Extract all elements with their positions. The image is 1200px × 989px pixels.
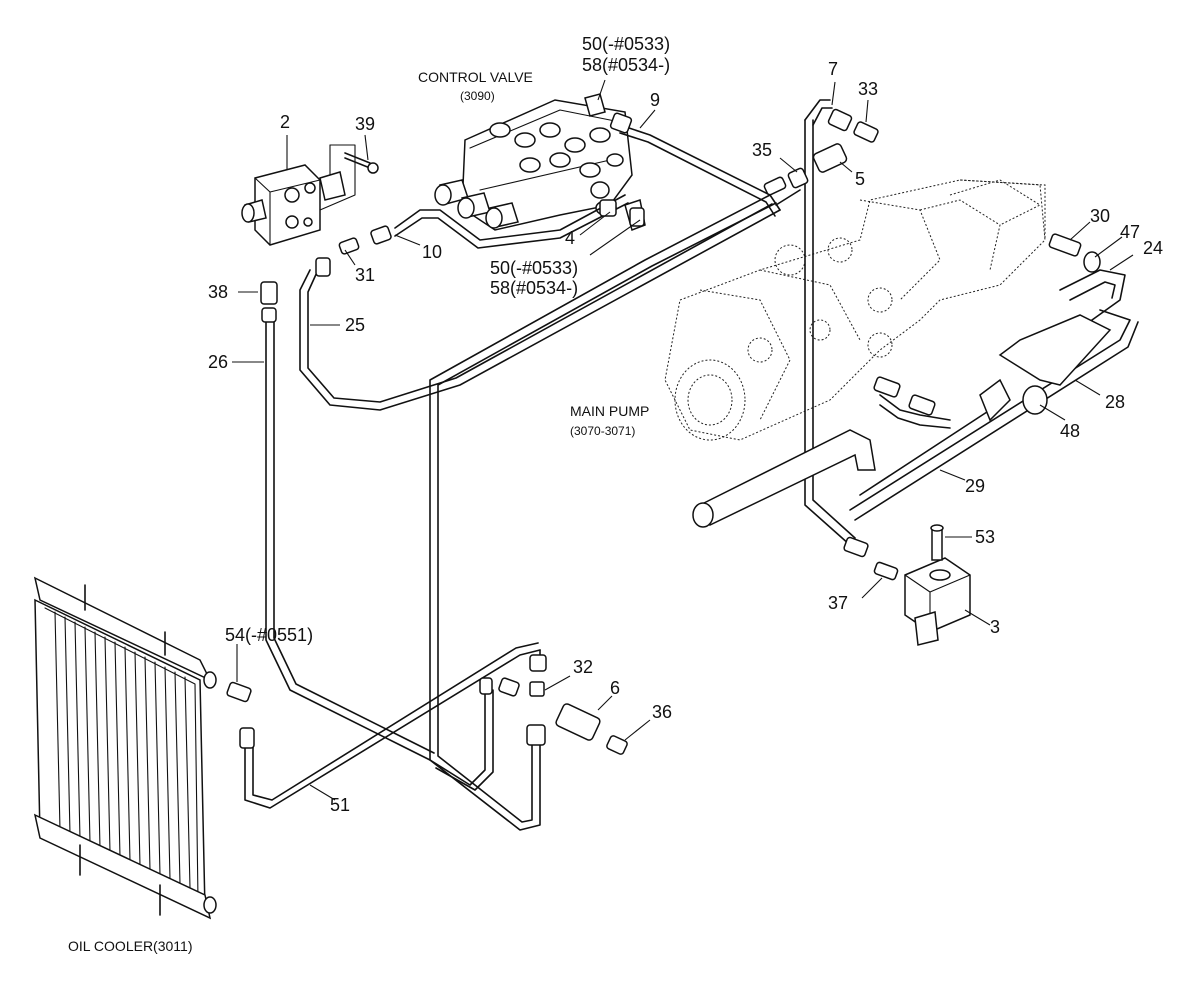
callout-4: 4: [565, 228, 575, 248]
callout-48: 48: [1060, 421, 1080, 441]
main-pump: [664, 179, 1046, 441]
callout-24: 24: [1143, 238, 1163, 258]
oil-cooler: [33, 576, 217, 920]
callout-30: 30: [1090, 206, 1110, 226]
callout-26: 26: [208, 352, 228, 372]
callout-10: 10: [422, 242, 442, 262]
solenoid-3: [904, 524, 971, 646]
main-pump-ref: (3070-3071): [570, 424, 635, 438]
callout-5: 5: [855, 169, 865, 189]
callout-2: 2: [280, 112, 290, 132]
bolt-39: [344, 152, 379, 174]
callout-50-mid: 50(-#0533): [490, 258, 578, 278]
callout-31: 31: [355, 265, 375, 285]
callout-53: 53: [975, 527, 995, 547]
callout-51: 51: [330, 795, 350, 815]
callout-47: 47: [1120, 222, 1140, 242]
callout-58-top: 58(#0534-): [582, 55, 670, 75]
control-valve-name: CONTROL VALVE: [418, 69, 533, 85]
main-pump-name: MAIN PUMP: [570, 403, 649, 419]
hose-51: [244, 649, 541, 809]
hose-10: [394, 194, 626, 241]
hose-25: [299, 209, 781, 411]
callout-37: 37: [828, 593, 848, 613]
suction-pipe: [698, 429, 876, 526]
callout-35: 35: [752, 140, 772, 160]
callout-39: 39: [355, 114, 375, 134]
hose-29: [849, 309, 1131, 511]
callout-32: 32: [573, 657, 593, 677]
callout-50-top: 50(-#0533): [582, 34, 670, 54]
callout-7: 7: [828, 59, 838, 79]
leader-lines: [232, 79, 1134, 801]
oil-cooler-name: OIL COOLER(3011): [68, 938, 193, 954]
callout-36: 36: [652, 702, 672, 722]
callout-3: 3: [990, 617, 1000, 637]
callout-58-mid: 58(#0534-): [490, 278, 578, 298]
callout-38: 38: [208, 282, 228, 302]
component-captions: CONTROL VALVE (3090) MAIN PUMP (3070-307…: [68, 69, 649, 954]
callout-9: 9: [650, 90, 660, 110]
callout-54: 54(-#0551): [225, 625, 313, 645]
hose-9: [619, 124, 781, 211]
callout-28: 28: [1105, 392, 1125, 412]
line-26: [265, 319, 431, 761]
hose-28: [998, 314, 1112, 386]
callout-25: 25: [345, 315, 365, 335]
valve-block-2: [241, 144, 356, 246]
fittings: [226, 108, 1101, 755]
callout-33: 33: [858, 79, 878, 99]
callout-6: 6: [610, 678, 620, 698]
control-valve-ref: (3090): [460, 89, 495, 103]
callout-labels: 2 39 38 26 25 31 10 4 50(-#0533) 58(#053…: [208, 34, 1163, 815]
control-valve: [434, 93, 646, 231]
callout-29: 29: [965, 476, 985, 496]
